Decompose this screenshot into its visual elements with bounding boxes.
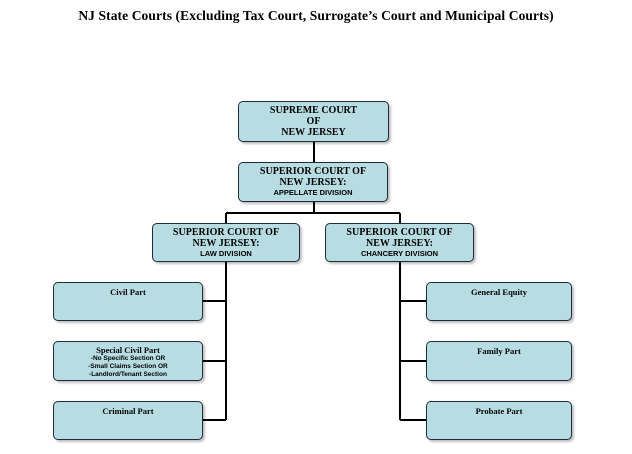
law-line1: SUPERIOR COURT OF	[172, 227, 280, 238]
special-civil-note-2: -Small Claims Section OR	[88, 363, 168, 370]
family-part-label: Family Part	[477, 346, 521, 356]
special-civil-part-label: Special Civil Part	[96, 345, 160, 355]
probate-part-label: Probate Part	[475, 406, 523, 416]
law-division-label: LAW DIVISION	[200, 249, 252, 258]
special-civil-note-1: -No Specific Section OR	[90, 355, 166, 362]
appellate-line1: SUPERIOR COURT OF	[259, 166, 367, 177]
chancery-line2: NEW JERSEY:	[366, 238, 433, 249]
law-line2: NEW JERSEY:	[192, 238, 260, 249]
node-chancery-division: SUPERIOR COURT OF NEW JERSEY: CHANCERY D…	[325, 223, 474, 262]
general-equity-label: General Equity	[471, 287, 527, 297]
node-appellate-division: SUPERIOR COURT OF NEW JERSEY: APPELLATE …	[238, 162, 388, 202]
node-family-part: Family Part	[426, 341, 572, 381]
special-civil-note-3: -Landlord/Tenant Section	[89, 371, 167, 378]
appellate-line2: NEW JERSEY:	[279, 177, 347, 188]
supreme-line1: SUPREME COURT	[269, 105, 358, 116]
supreme-line3: NEW JERSEY	[281, 127, 346, 138]
node-probate-part: Probate Part	[426, 401, 572, 440]
node-law-division: SUPERIOR COURT OF NEW JERSEY: LAW DIVISI…	[152, 223, 300, 262]
page-title: NJ State Courts (Excluding Tax Court, Su…	[78, 8, 554, 23]
civil-part-label: Civil Part	[110, 287, 146, 297]
supreme-line2: OF	[306, 116, 321, 127]
node-special-civil-part: Special Civil Part -No Specific Section …	[53, 341, 203, 381]
node-criminal-part: Criminal Part	[53, 401, 203, 440]
appellate-division-label: APPELLATE DIVISION	[273, 188, 353, 197]
node-supreme-court: SUPREME COURT OF NEW JERSEY	[238, 101, 389, 142]
criminal-part-label: Criminal Part	[102, 406, 154, 416]
chancery-division-label: CHANCERY DIVISION	[360, 249, 439, 258]
node-general-equity: General Equity	[426, 282, 572, 321]
chancery-line1: SUPERIOR COURT OF	[346, 227, 453, 238]
node-civil-part: Civil Part	[53, 282, 203, 321]
